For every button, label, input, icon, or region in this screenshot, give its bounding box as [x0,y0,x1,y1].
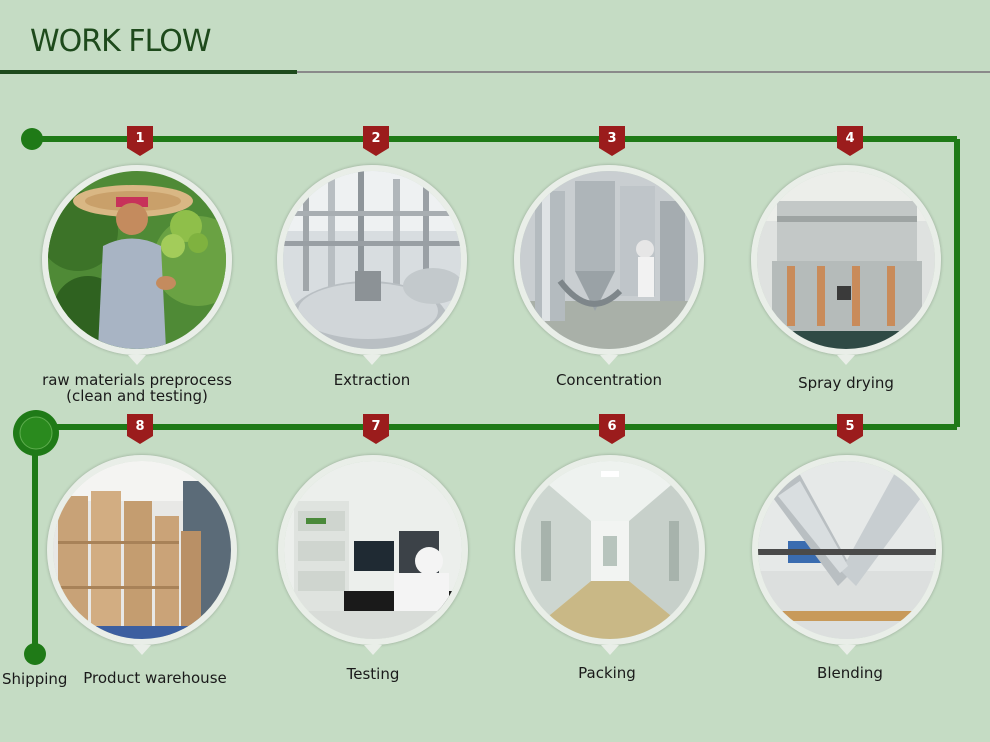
label-line: Packing [578,664,636,682]
shipping-label: Shipping [2,670,68,688]
photo-pointer [838,645,856,655]
label-line: Extraction [333,371,411,389]
photo-extraction-tanks [277,165,467,355]
photo-pointer [364,645,382,655]
step-number: 7 [371,419,381,434]
photo-lab-instruments [278,455,468,645]
step-number: 6 [607,419,617,434]
step-label-extraction: Extraction [252,372,492,388]
photo-pointer [600,355,618,365]
step-label-raw-materials: raw materials preprocess (clean and test… [17,372,257,404]
photo-pointer [601,645,619,655]
step-label-blending: Blending [730,665,970,681]
step-marker-7: 7 [363,414,389,444]
label-line: Product warehouse [83,669,227,687]
photo-farmer-with-herbs [42,165,232,355]
photo-concentration-equipment [514,165,704,355]
step-label-spray-drying: Spray drying [726,375,966,391]
label-line: Spray drying [798,374,894,392]
step-marker-6: 6 [599,414,625,444]
label-line: Testing [346,665,400,683]
label-line: Blending [817,664,883,682]
step-marker-4: 4 [837,126,863,156]
photo-clean-corridor [515,455,705,645]
label-line: Concentration [555,371,663,389]
step-number: 4 [845,131,855,146]
photo-pointer [133,645,151,655]
label-line: (clean and testing) [66,387,208,405]
photo-fiber-drums [47,455,237,645]
step-label-testing: Testing [253,666,493,682]
photo-pointer [363,355,381,365]
step-label-concentration: Concentration [489,372,729,388]
step-number: 8 [135,419,145,434]
photo-pointer [837,355,855,365]
step-marker-5: 5 [837,414,863,444]
title-rule [0,70,297,74]
flow-end-dot [24,643,46,665]
photo-pointer [128,355,146,365]
step-marker-2: 2 [363,126,389,156]
step-marker-8: 8 [127,414,153,444]
page-title: WORK FLOW [30,24,212,59]
step-marker-3: 3 [599,126,625,156]
photo-v-blender [752,455,942,645]
label-line: raw materials preprocess [42,371,232,389]
photo-spray-dryer [751,165,941,355]
title-rule-extension [297,71,990,73]
step-label-product-warehouse: Product warehouse [35,670,275,686]
step-number: 3 [607,131,617,146]
step-marker-1: 1 [127,126,153,156]
step-number: 5 [845,419,855,434]
step-number: 2 [371,131,381,146]
flow-start-dot [21,128,43,150]
step-number: 1 [135,131,145,146]
step-label-packing: Packing [487,665,727,681]
